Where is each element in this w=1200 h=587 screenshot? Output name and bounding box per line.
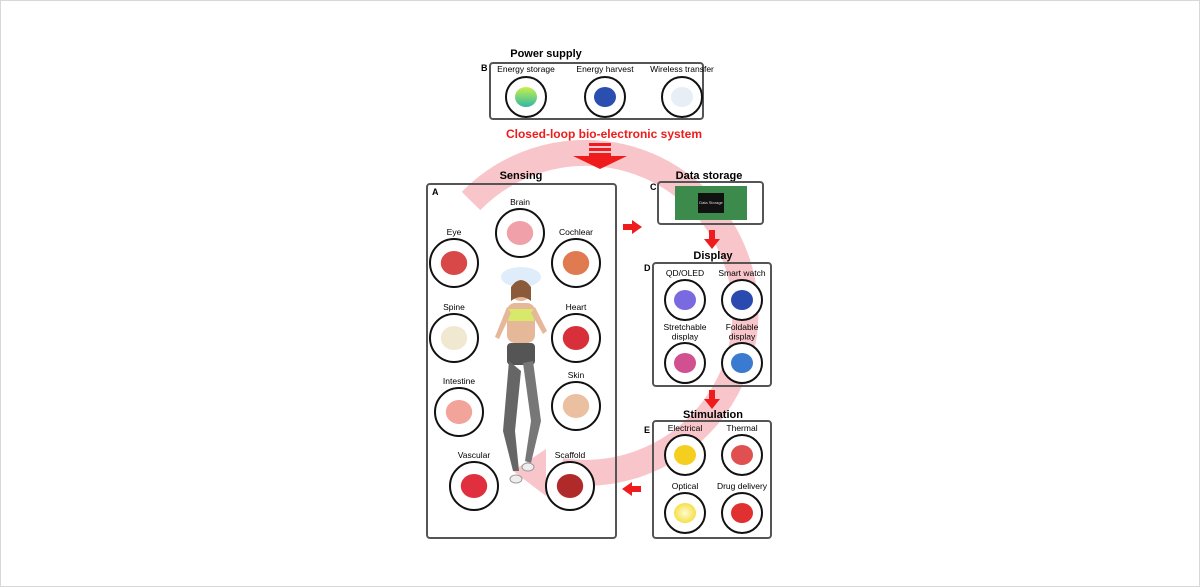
wireless-transfer-icon — [671, 87, 693, 107]
item-label: Scaffold — [555, 450, 586, 460]
energy-harvest-icon — [594, 87, 616, 107]
item-label: Stretchable — [664, 322, 707, 332]
chip-label: Data Storage — [699, 200, 723, 205]
item-label: display — [729, 332, 756, 342]
chip-icon — [698, 193, 724, 213]
item-energy-harvest: Energy harvest — [576, 64, 634, 118]
qd-oled-icon — [674, 290, 696, 310]
arrow-left — [622, 482, 641, 496]
power-panel — [489, 62, 704, 120]
electrical-icon — [674, 445, 696, 465]
item-skin: Skin — [551, 370, 601, 431]
item-label: Smart watch — [718, 268, 766, 278]
arc-arrowhead — [513, 449, 546, 496]
panel-letter-c: C — [650, 182, 657, 192]
heart-icon — [562, 326, 590, 350]
skin-icon — [562, 394, 590, 418]
item-label: Optical — [672, 481, 699, 491]
item-energy-storage: Energy storage — [497, 64, 555, 118]
drug-delivery-icon — [731, 503, 753, 523]
item-cochlear: Cochlear — [551, 227, 601, 288]
main-down-arrow — [573, 143, 627, 169]
optical-icon — [674, 503, 696, 523]
stretchable-display-icon — [674, 353, 696, 373]
sensing-title: Sensing — [500, 170, 543, 182]
display-panel — [652, 262, 772, 387]
smart-watch-icon — [731, 290, 753, 310]
item-label: Thermal — [726, 423, 757, 433]
spine-icon — [440, 326, 468, 350]
panel-letter-b: B — [481, 63, 488, 73]
item-brain: Brain — [495, 197, 545, 258]
vascular-icon — [460, 474, 488, 498]
item-label: Intestine — [443, 376, 475, 386]
brain-icon — [506, 221, 534, 245]
stimulation-panel — [652, 420, 772, 539]
item-label: Brain — [510, 197, 530, 207]
panel-letter-e: E — [644, 425, 650, 435]
arrow-down-1 — [704, 230, 720, 249]
item-label: Energy harvest — [576, 64, 634, 74]
item-qd-oled: QD/OLED — [664, 268, 706, 321]
storage-title: Data storage — [676, 170, 743, 182]
scaffold-icon — [556, 474, 584, 498]
item-intestine: Intestine — [434, 376, 484, 437]
item-label: Vascular — [458, 450, 491, 460]
arrow-down-2 — [704, 390, 720, 409]
arrow-right — [623, 220, 642, 234]
item-label: Spine — [443, 302, 465, 312]
eye-icon — [440, 251, 468, 275]
energy-storage-icon — [515, 87, 537, 107]
item-label: display — [672, 332, 699, 342]
item-vascular: Vascular — [449, 450, 499, 511]
item-label: Drug delivery — [717, 481, 768, 491]
item-eye: Eye — [429, 227, 479, 288]
item-electrical: Electrical — [664, 423, 706, 476]
sensing-panel — [426, 183, 617, 539]
system-title: Closed-loop bio-electronic system — [506, 127, 702, 141]
item-label: QD/OLED — [666, 268, 704, 278]
runner-figure — [495, 267, 547, 484]
item-label: Skin — [568, 370, 585, 380]
item-thermal: Thermal — [721, 423, 763, 476]
power-title: Power supply — [510, 48, 582, 60]
item-wireless-transfer: Wireless transfer — [650, 64, 714, 118]
item-heart: Heart — [551, 302, 601, 363]
item-scaffold: Scaffold — [545, 450, 595, 511]
item-label: Foldable — [726, 322, 759, 332]
foldable-display-icon — [731, 353, 753, 373]
item-smart-watch: Smart watch — [718, 268, 766, 321]
item-label: Eye — [447, 227, 462, 237]
panel-letter-d: D — [644, 263, 651, 273]
item-label: Cochlear — [559, 227, 593, 237]
display-title: Display — [693, 250, 733, 262]
item-label: Energy storage — [497, 64, 555, 74]
item-label: Wireless transfer — [650, 64, 714, 74]
item-optical: Optical — [664, 481, 706, 534]
thermal-icon — [731, 445, 753, 465]
item-spine: Spine — [429, 302, 479, 363]
item-drug-delivery: Drug delivery — [717, 481, 768, 534]
intestine-icon — [445, 400, 473, 424]
stimulation-title: Stimulation — [683, 409, 743, 421]
cochlear-icon — [562, 251, 590, 275]
storage-panel — [657, 181, 764, 225]
item-label: Electrical — [668, 423, 703, 433]
item-label: Heart — [566, 302, 587, 312]
panel-letter-a: A — [432, 187, 439, 197]
